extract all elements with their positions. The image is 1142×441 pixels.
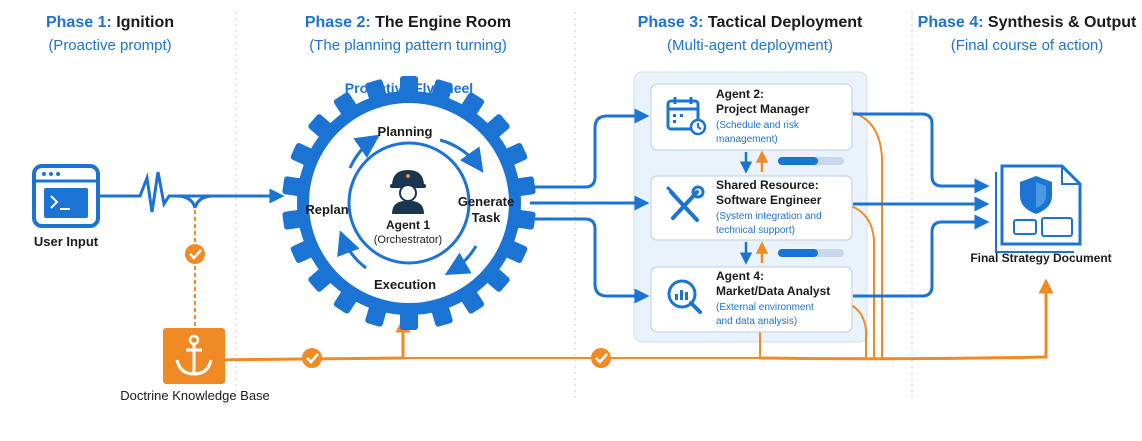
generate-task-label-line2: Task [472, 210, 501, 225]
dispatch-arrows [530, 108, 650, 304]
cycle-arrows [337, 134, 484, 276]
check-badge [302, 348, 322, 368]
phase-2-title: Phase 2: The Engine Room [304, 14, 512, 31]
orchestrator-avatar-icon [390, 170, 426, 214]
magnifier-chart-icon [667, 279, 702, 314]
phase-1-title: Phase 1: Ignition [45, 14, 175, 31]
agent-title: Shared Resource: [716, 178, 819, 192]
output-label: Final Strategy Document [970, 251, 1111, 265]
agent-description: management) [716, 134, 778, 145]
progress-bar [778, 249, 844, 257]
progress-bar [778, 157, 844, 165]
replan-label: Replan [305, 202, 348, 217]
generate-task-label: Generate [458, 194, 514, 209]
agent-title: Market/Data Analyst [716, 284, 830, 298]
knowledge-flow-lines [194, 111, 1054, 362]
phase-3-subtitle: (Multi-agent deployment) [667, 37, 833, 54]
execution-label: Execution [374, 277, 436, 292]
agent-1-name: Agent 1 [386, 218, 430, 232]
planning-label: Planning [378, 124, 433, 139]
agent-card[interactable] [650, 175, 853, 241]
check-badge [591, 348, 611, 368]
agent-description: (System integration and [716, 211, 822, 222]
knowledge-base-label: Doctrine Knowledge Base [120, 388, 270, 403]
tools-icon [666, 185, 705, 222]
user-input-label: User Input [34, 234, 99, 249]
output-arrows [853, 112, 990, 298]
calendar-clock-icon [666, 97, 707, 136]
check-badge [185, 244, 205, 264]
anchor-icon [163, 328, 225, 384]
agent-description: and data analysis) [716, 316, 797, 327]
agent-title: Agent 2: [716, 87, 764, 101]
agent-description: (External environment [716, 302, 814, 313]
flywheel-title: ProActive Flywheel [345, 80, 473, 96]
agent-description: (Schedule and risk [716, 120, 800, 131]
user-input-icon [32, 164, 100, 228]
agent-title: Software Engineer [716, 193, 822, 207]
exchange-arrows [739, 150, 769, 265]
phase-3-title: Phase 3: Tactical Deployment [637, 14, 863, 31]
agent-title: Project Manager [716, 102, 810, 116]
strategy-document-icon [995, 164, 1082, 253]
phase-4-subtitle: (Final course of action) [950, 37, 1104, 54]
agent-title: Agent 4: [716, 269, 764, 283]
phase-4-title: Phase 4: Synthesis & Output [917, 14, 1137, 31]
agent-card[interactable] [650, 266, 853, 333]
phase-1-subtitle: (Proactive prompt) [48, 37, 172, 54]
agent-description: technical support) [716, 225, 795, 236]
input-signal-line [100, 171, 285, 213]
phase-2-subtitle: (The planning pattern turning) [309, 37, 507, 54]
agent-1-role: (Orchestrator) [374, 234, 442, 246]
